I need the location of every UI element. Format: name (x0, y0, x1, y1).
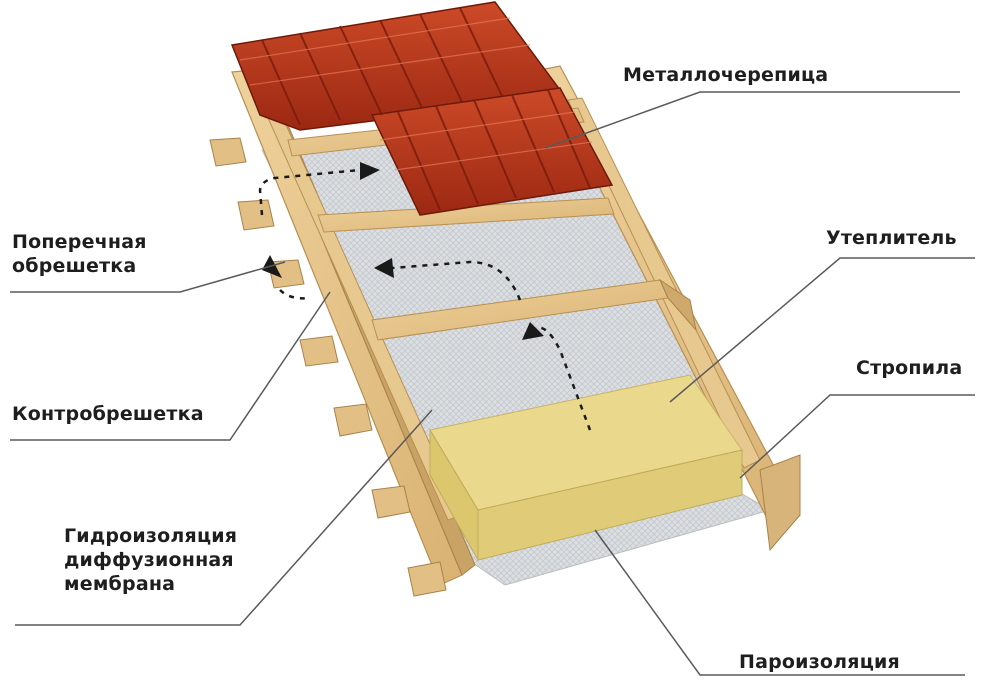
label-vapor-barrier: Пароизоляция (739, 651, 900, 673)
rafter-right-end (759, 454, 801, 552)
metal-tile (230, 1, 614, 216)
label-cross-batten: Поперечная обрешетка (12, 231, 147, 277)
label-rafters: Стропила (856, 357, 963, 379)
airflow-arrowheads (262, 162, 544, 340)
leader-lines (10, 91, 975, 676)
label-waterproofing: Гидроизоляция диффузионная мембрана (64, 525, 238, 595)
insulation-side (477, 449, 743, 561)
label-insulation: Утеплитель (826, 227, 957, 249)
cross-batten-3-end (658, 278, 697, 332)
label-metal-tile: Металлочерепица (623, 64, 829, 86)
rafter-ends (209, 137, 447, 597)
label-counter-batten: Контробрешетка (12, 403, 204, 425)
cross-batten-2 (317, 197, 615, 233)
